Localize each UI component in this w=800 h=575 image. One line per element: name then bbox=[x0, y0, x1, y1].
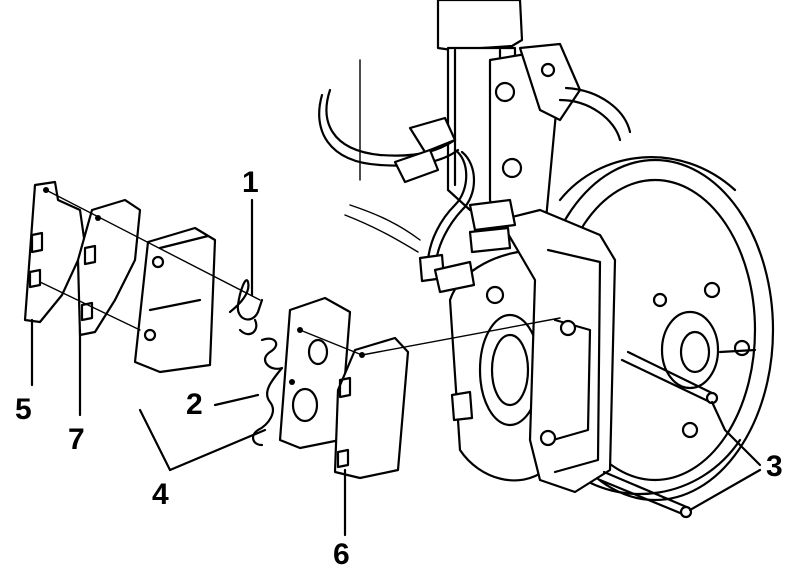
callout-label-7: 7 bbox=[68, 423, 85, 456]
callout-label-6: 6 bbox=[333, 538, 350, 571]
brake-pad-inner bbox=[278, 296, 352, 450]
outer-shim-5 bbox=[23, 180, 87, 324]
brake-lines bbox=[318, 59, 632, 283]
wear-indicator-spring-1 bbox=[228, 279, 264, 336]
caliper-body bbox=[433, 198, 617, 494]
callout-label-2: 2 bbox=[186, 388, 203, 421]
callout-label-3: 3 bbox=[766, 450, 783, 483]
assembly-lines bbox=[39, 189, 561, 356]
callout-leaders bbox=[30, 198, 762, 537]
strut bbox=[436, 0, 582, 237]
callout-label-1: 1 bbox=[242, 166, 259, 199]
callout-label-5: 5 bbox=[15, 393, 32, 426]
anti-rattle-clip-2 bbox=[252, 337, 284, 447]
brake-pad-outer bbox=[133, 226, 217, 374]
callout-label-4: 4 bbox=[152, 478, 169, 511]
